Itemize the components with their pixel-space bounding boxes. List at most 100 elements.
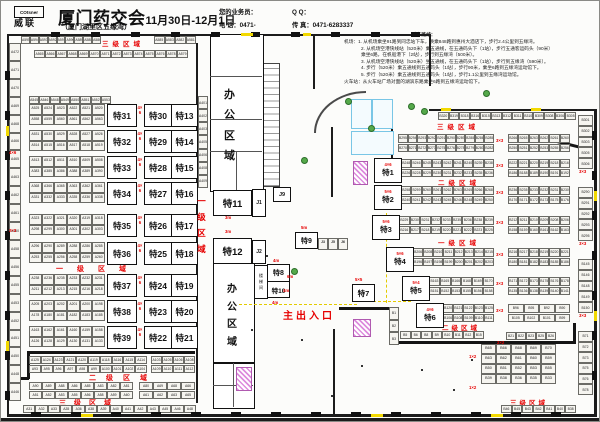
- booth-cell: A39: [97, 405, 110, 413]
- booth-cell: B185: [549, 257, 560, 266]
- door-gap: [594, 191, 597, 201]
- booth-cell: B211: [518, 216, 529, 225]
- booth-cell: A389: [79, 166, 93, 177]
- booth-cell: A233: [67, 274, 80, 285]
- booth-cell: B60: [526, 354, 541, 364]
- booth-cell: A510: [67, 156, 80, 167]
- booth-te-mid: 特27: [144, 182, 172, 205]
- booth-cell: A62: [153, 391, 167, 399]
- booth-cell: A60: [120, 391, 133, 399]
- floor-column-dot: [331, 395, 334, 398]
- wall-tick: [211, 32, 220, 37]
- booth-cell: B206: [559, 216, 570, 225]
- booth-cell: A388: [67, 166, 80, 177]
- booth-cell: B38: [565, 405, 577, 413]
- booth-cell: B198: [433, 257, 444, 266]
- booth-cell: A88: [55, 382, 68, 390]
- booth-cell: A509: [79, 156, 93, 167]
- booth-strip-a-series: [202, 291, 211, 403]
- booth-cell: B36: [511, 374, 526, 384]
- booth-cell: A216: [79, 284, 93, 295]
- booth-cell: B23: [526, 332, 536, 340]
- booth-te-mid: 特22: [144, 326, 172, 349]
- booth-cell: B39: [481, 374, 496, 384]
- booth-cell: B282: [484, 143, 494, 152]
- floor-column-dot: [251, 329, 254, 332]
- booth-cell: A114: [135, 356, 147, 364]
- booth-cell: B53: [526, 364, 541, 374]
- booth-cell: B55: [541, 364, 556, 374]
- zone-label-l3-bottom-left: 三级区域: [59, 400, 119, 407]
- booth-size-mark: 4×6: [137, 183, 143, 193]
- booth-cell: A178: [29, 310, 42, 321]
- booth-cell: B72: [578, 341, 593, 353]
- booth-cell: A362: [79, 182, 93, 193]
- booth-cell: B220: [549, 248, 560, 257]
- booth-cell: B232: [430, 216, 442, 225]
- booth-cell: J5: [328, 238, 338, 250]
- booth-cell: A124: [40, 356, 53, 364]
- booth-cell: B266: [473, 186, 484, 195]
- booth-cell: A130: [67, 336, 80, 347]
- booth-cell: A200: [79, 300, 93, 311]
- booth-cell: A61: [139, 391, 153, 399]
- booth-cell: B9: [431, 331, 442, 339]
- booth-cell: A296: [29, 242, 42, 253]
- booth-cell: A260: [92, 252, 106, 263]
- booth-j2: J2: [252, 240, 266, 264]
- salesperson-label: 您的业务员：: [219, 9, 257, 16]
- booth-cell: A390: [92, 166, 106, 177]
- booth-cell: B108: [453, 313, 464, 322]
- booth-cell: B243: [431, 195, 443, 204]
- wall-tick: [151, 412, 161, 417]
- booth-cell: B200: [453, 257, 464, 266]
- booth-cell: A549: [59, 96, 70, 104]
- booth-cell: B65: [481, 344, 496, 354]
- booth-cell: B218: [528, 248, 539, 257]
- booth-cell: B171: [508, 277, 519, 286]
- company-logo: COtsner: [14, 6, 44, 18]
- booth-cell: B292: [426, 134, 437, 143]
- booth-cell: B252: [528, 143, 539, 152]
- zone-divider: [339, 307, 397, 310]
- office-block-upper: [210, 34, 264, 192]
- booth-cell: A545: [29, 96, 40, 104]
- booth-cell: A68: [167, 382, 181, 390]
- zone-label-l2-right: 二级区域: [438, 180, 480, 187]
- booth-cell: A55: [68, 391, 81, 399]
- zone-label-l1-vertical: 一级区域: [197, 196, 206, 255]
- booth-cell: A35: [60, 405, 73, 413]
- booth-cell: B294: [407, 134, 418, 143]
- booth-te-label: 特4: [394, 257, 406, 267]
- booth-cell: B245: [421, 159, 432, 168]
- booth-cell: B288: [465, 134, 475, 143]
- booth-cell: A366: [41, 182, 55, 193]
- booth-cell: B170: [483, 277, 494, 286]
- door-gap: [303, 33, 311, 36]
- booth-cell: B149: [578, 291, 593, 303]
- booth-cell: A63: [167, 391, 181, 399]
- booth-te9: 特9: [295, 232, 318, 249]
- wall-tick: [592, 251, 597, 260]
- wall-tick: [371, 32, 380, 37]
- floor-column-dot: [421, 369, 424, 372]
- booth-cell: A593: [38, 36, 48, 44]
- booth-cell: A159: [79, 326, 93, 337]
- booth-cell: B212: [508, 216, 519, 225]
- booth-te-left: 特38: [107, 300, 137, 323]
- booth-cell: A205: [29, 300, 42, 311]
- wall-tick: [171, 32, 180, 37]
